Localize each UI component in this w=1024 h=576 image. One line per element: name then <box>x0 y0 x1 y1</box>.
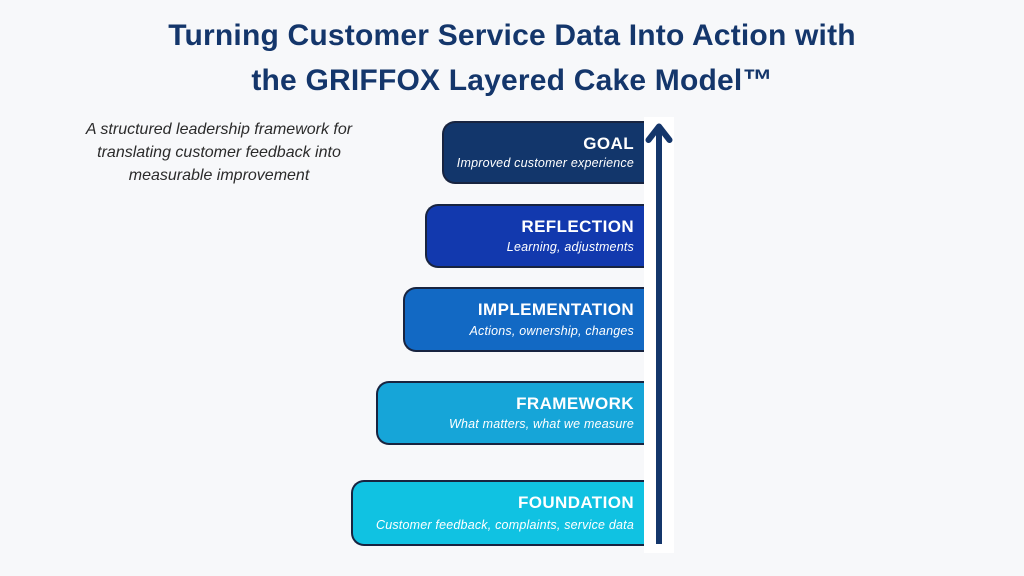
layer-reflection: REFLECTION Learning, adjustments <box>425 204 644 268</box>
layer-implementation: IMPLEMENTATION Actions, ownership, chang… <box>403 287 644 352</box>
page-title-line-1: Turning Customer Service Data Into Actio… <box>168 19 856 52</box>
page-title: Turning Customer Service Data Into Actio… <box>0 13 1024 103</box>
layer-goal: GOAL Improved customer experience <box>442 121 644 184</box>
layer-reflection-title: REFLECTION <box>521 217 634 236</box>
arrow-strip <box>644 117 674 553</box>
layer-framework: FRAMEWORK What matters, what we measure <box>376 381 644 445</box>
layer-goal-description: Improved customer experience <box>456 156 634 170</box>
page-title-line-2: the GRIFFOX Layered Cake Model™ <box>251 64 773 97</box>
layer-foundation-title: FOUNDATION <box>517 493 634 512</box>
layer-foundation-description: Customer feedback, complaints, service d… <box>375 518 634 532</box>
layer-reflection-description: Learning, adjustments <box>506 240 634 254</box>
layer-framework-title: FRAMEWORK <box>516 394 634 413</box>
layer-implementation-title: IMPLEMENTATION <box>477 300 634 319</box>
layer-goal-title: GOAL <box>583 134 634 153</box>
layer-implementation-description: Actions, ownership, changes <box>469 324 634 338</box>
layer-foundation: FOUNDATION Customer feedback, complaints… <box>351 480 644 546</box>
framework-tagline: A structured leadership framework for tr… <box>85 121 353 184</box>
layer-framework-description: What matters, what we measure <box>448 417 634 431</box>
up-arrow-icon <box>645 123 673 544</box>
